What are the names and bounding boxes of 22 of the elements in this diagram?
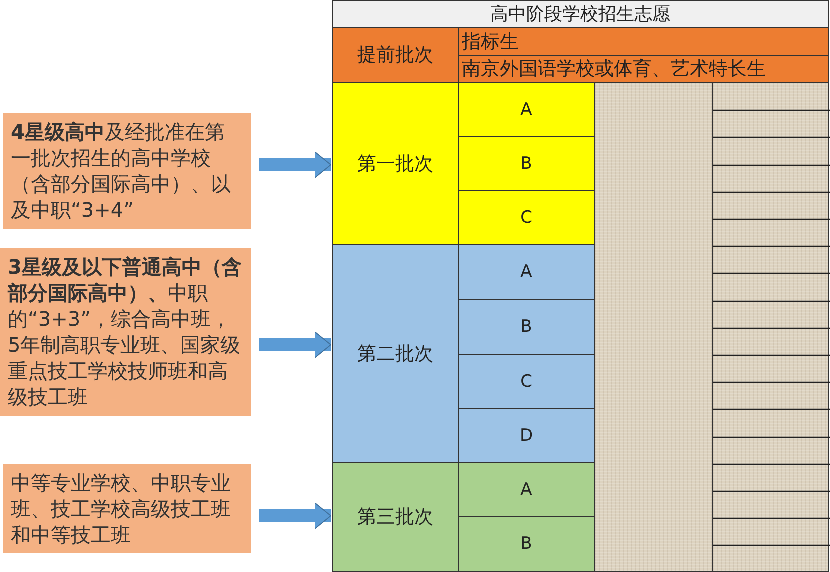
category-cell: 指标生 <box>458 27 829 56</box>
table-title: 高中阶段学校招生志愿 <box>332 0 829 28</box>
option-cell: D <box>458 408 595 463</box>
arrow <box>259 332 332 358</box>
note-box: 中等专业学校、中职专业班、技工学校高级技工班和中等技工班 <box>3 464 251 553</box>
batch-cell: 提前批次 <box>332 27 459 83</box>
option-cell: A <box>458 82 595 137</box>
batch-cell: 第三批次 <box>332 462 459 572</box>
option-cell: B <box>458 299 595 355</box>
option-cell: A <box>458 462 595 517</box>
arrow <box>259 152 332 178</box>
note-box: 3星级及以下普通高中（含部分国际高中）、中职的“3+3”，综合高中班，5年制高职专业班、国家级重点技工学校技师班和高级技工班 <box>0 248 251 416</box>
option-cell: A <box>458 244 595 300</box>
batch-cell: 第一批次 <box>332 82 459 245</box>
batch-cell: 第二批次 <box>332 244 459 463</box>
category-cell: 南京外国语学校或体育、艺术特长生 <box>458 55 829 83</box>
arrow <box>259 502 332 530</box>
note-box: 4星级高中及经批准在第一批次招生的高中学校（含部分国际高中）、以及中职“3+4” <box>3 113 251 229</box>
option-cell: C <box>458 190 595 245</box>
option-cell: B <box>458 136 595 191</box>
option-cell: C <box>458 354 595 409</box>
option-cell: B <box>458 516 595 572</box>
